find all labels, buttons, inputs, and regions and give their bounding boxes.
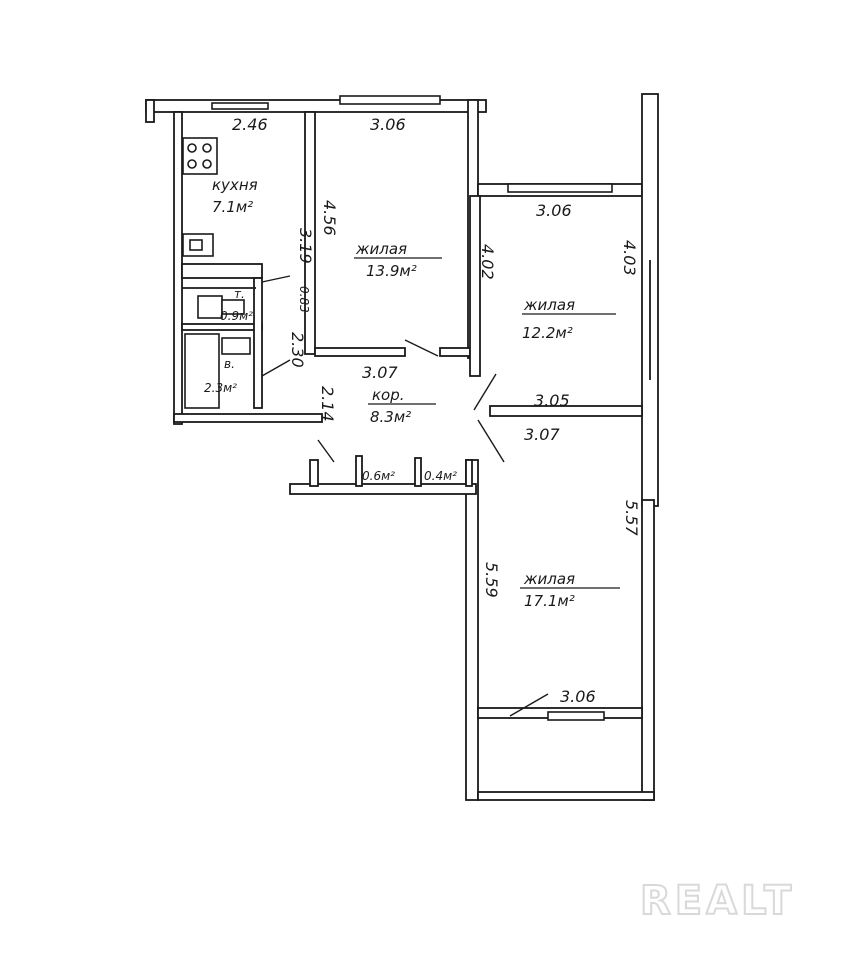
doors bbox=[261, 275, 549, 717]
room3-door bbox=[477, 419, 505, 463]
dim-room3-depth-left: 5.59 bbox=[482, 562, 501, 598]
room1-area: 13.9м² bbox=[366, 262, 417, 280]
room1-bottom-wall-right bbox=[439, 347, 471, 357]
dim-kitchen-width: 2.46 bbox=[232, 115, 268, 134]
room2-left-wall bbox=[469, 195, 481, 377]
bath-basin-icon bbox=[221, 337, 251, 355]
bath-area: 2.3м² bbox=[204, 381, 237, 395]
entrance-door bbox=[317, 439, 335, 463]
stove-icon bbox=[182, 137, 218, 175]
bath-bottom-wall bbox=[173, 413, 323, 423]
left-wall bbox=[173, 111, 183, 425]
balcony-door bbox=[509, 693, 549, 717]
dim-kitchen-depth: 3.19 bbox=[296, 228, 315, 264]
room3-window bbox=[547, 711, 605, 721]
top-wall-stub bbox=[145, 99, 155, 123]
dim-corridor-width: 2.14 bbox=[318, 386, 337, 422]
closet-wall-a bbox=[355, 455, 363, 487]
room2-name: жилая bbox=[523, 296, 575, 314]
dim-room2-width-top: 3.06 bbox=[536, 201, 572, 220]
fixtures bbox=[182, 137, 256, 409]
bath-name: в. bbox=[224, 357, 235, 371]
dim-room2-depth-right: 4.03 bbox=[620, 240, 639, 276]
dim-toilet-width: 0.83 bbox=[297, 286, 311, 313]
bath-door bbox=[261, 359, 291, 377]
corridor-area: 8.3м² bbox=[370, 408, 411, 426]
closet-wall-c bbox=[465, 459, 473, 487]
dim-room1-width: 3.06 bbox=[370, 115, 406, 134]
room-labels: кухня 7.1м² жилая 13.9м² жилая 12.2м² жи… bbox=[204, 176, 620, 610]
dim-bath-depth: 2.30 bbox=[288, 332, 307, 368]
dim-room1-bottom: 3.07 bbox=[362, 363, 398, 382]
closet-wall-d bbox=[309, 459, 319, 487]
room2-room3-wall bbox=[489, 405, 643, 417]
balcony-rail bbox=[477, 791, 655, 801]
realt-watermark: REALT bbox=[640, 878, 795, 924]
room3-left-wall bbox=[465, 459, 479, 801]
room2-door bbox=[473, 373, 497, 411]
room2-window bbox=[507, 183, 613, 193]
kitchen-room1-wall bbox=[304, 111, 316, 355]
dim-room1-depth: 4.56 bbox=[320, 200, 339, 236]
toilet-name: т. bbox=[234, 287, 245, 301]
room3-area: 17.1м² bbox=[524, 592, 575, 610]
kitchen-area: 7.1м² bbox=[212, 198, 253, 216]
toilet-bath-wall bbox=[181, 323, 263, 331]
toilet-area: 0.9м² bbox=[220, 309, 253, 323]
room1-window bbox=[339, 95, 441, 105]
room3-name: жилая bbox=[523, 570, 575, 588]
burner-icon bbox=[187, 143, 197, 153]
sink-basin-icon bbox=[189, 239, 203, 251]
right-lower-wall bbox=[641, 499, 655, 801]
burner-icon bbox=[202, 159, 212, 169]
closet1-area: 0.6м² bbox=[362, 469, 395, 483]
toilet-icon bbox=[197, 295, 223, 319]
closet2-area: 0.4м² bbox=[424, 469, 457, 483]
corridor-name: кор. bbox=[372, 386, 405, 404]
kitchen-door bbox=[261, 275, 291, 283]
dim-room2-width-bottom: 3.05 bbox=[534, 391, 570, 410]
closet-wall-b bbox=[414, 457, 422, 487]
dim-room3-depth-right: 5.57 bbox=[622, 500, 641, 536]
bathtub-icon bbox=[184, 333, 220, 409]
wet-core-right-wall bbox=[253, 277, 263, 409]
dim-room3-width-top: 3.07 bbox=[524, 425, 560, 444]
windows bbox=[211, 95, 651, 721]
washbasin-icon bbox=[221, 299, 245, 315]
burner-icon bbox=[202, 143, 212, 153]
kitchen-bottom-wall bbox=[181, 263, 263, 279]
dim-room3-width-bottom: 3.06 bbox=[560, 687, 596, 706]
room1-door bbox=[404, 339, 439, 357]
corridor-bottom-wall bbox=[289, 483, 477, 495]
kitchen-name: кухня bbox=[212, 176, 258, 194]
room1-bottom-wall bbox=[314, 347, 406, 357]
burner-icon bbox=[187, 159, 197, 169]
kitchen-window bbox=[211, 102, 269, 110]
dim-room2-depth-left: 4.02 bbox=[478, 244, 497, 280]
room1-name: жилая bbox=[355, 240, 407, 258]
room2-area: 12.2м² bbox=[522, 324, 573, 342]
dimension-labels: 2.46 3.06 3.06 3.05 3.07 3.06 3.07 3.19 … bbox=[232, 115, 641, 706]
